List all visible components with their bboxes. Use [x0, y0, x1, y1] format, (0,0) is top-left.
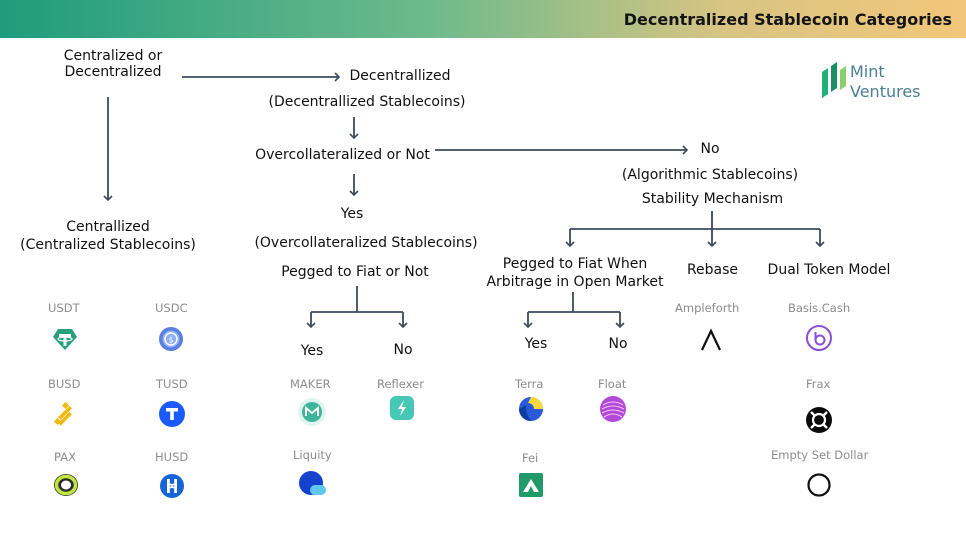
node-pegged: Pegged to Fiat or Not	[281, 264, 429, 280]
reflexer-icon	[390, 396, 414, 420]
node-root: Centralized or Decentralized	[48, 48, 178, 80]
coin-label-usdt: USDT	[48, 301, 80, 315]
node-peg-arb: Pegged to Fiat When Arbitrage in Open Ma…	[480, 255, 670, 291]
brand-line1: Mint	[850, 62, 885, 81]
node-yes: Yes	[340, 206, 364, 222]
coin-label-esd: Empty Set Dollar	[771, 448, 869, 462]
node-overcol: Overcollateralized or Not	[255, 147, 430, 163]
usdc-icon: $	[159, 327, 183, 351]
ampleforth-icon	[701, 328, 721, 351]
coin-label-busd: BUSD	[48, 377, 81, 391]
node-arb-no: No	[608, 336, 628, 352]
coin-label-float: Float	[598, 377, 627, 391]
svg-text:$: $	[168, 336, 173, 345]
coin-label-husd: HUSD	[155, 450, 189, 464]
node-central-sub: (Centralized Stablecoins)	[20, 237, 196, 253]
binance-usd-icon	[53, 402, 72, 426]
node-arb-yes: Yes	[524, 336, 548, 352]
coin-label-fei: Fei	[522, 451, 539, 465]
node-root-line1: Centralized or	[63, 48, 163, 64]
coin-label-maker: MAKER	[290, 377, 331, 391]
node-central: Centrallized	[66, 219, 150, 235]
node-pegged-no: No	[393, 342, 413, 358]
node-stability: Stability Mechanism	[641, 191, 784, 207]
brand-line2: Ventures	[850, 82, 921, 101]
frax-icon	[806, 407, 832, 433]
coin-label-reflexer: Reflexer	[377, 377, 424, 391]
tether-icon	[53, 329, 77, 350]
empty-set-dollar-icon	[807, 473, 831, 497]
brand-name: Mint Ventures	[850, 62, 921, 102]
page-title: Decentralized Stablecoin Categories	[623, 10, 952, 29]
coin-label-frax: Frax	[806, 377, 831, 391]
coin-label-ampleforth: Ampleforth	[675, 301, 740, 315]
header-bar: Decentralized Stablecoin Categories	[0, 0, 966, 38]
maker-icon	[298, 398, 326, 426]
paxos-icon	[54, 474, 78, 496]
fei-icon	[519, 473, 543, 497]
node-rebase: Rebase	[686, 262, 739, 278]
coin-label-liquity: Liquity	[293, 448, 332, 462]
liquity-icon	[299, 471, 326, 495]
coin-label-terra: Terra	[515, 377, 544, 391]
node-algo-sub: (Algorithmic Stablecoins)	[621, 167, 799, 183]
node-root-line2: Decentralized	[64, 64, 162, 80]
node-pegged-yes: Yes	[300, 343, 324, 359]
float-icon	[600, 396, 626, 422]
coin-label-basis: Basis.Cash	[788, 301, 851, 315]
node-overcol-sub: (Overcollateralized Stablecoins)	[254, 235, 478, 251]
node-peg-arb-line1: Pegged to Fiat When	[502, 256, 648, 272]
node-decentral-sub: (Decentrallized Stablecoins)	[268, 94, 466, 110]
coin-label-usdc: USDC	[155, 301, 188, 315]
mint-ventures-logo-icon	[818, 60, 850, 104]
node-no: No	[700, 141, 720, 157]
coin-label-tusd: TUSD	[156, 377, 188, 391]
coin-label-pax: PAX	[54, 450, 76, 464]
node-decentral: Decentrallized	[349, 68, 451, 84]
terra-icon	[519, 397, 543, 421]
husd-icon	[160, 474, 184, 498]
trueusd-icon	[159, 401, 185, 427]
node-dual: Dual Token Model	[767, 262, 891, 278]
basis-cash-icon	[806, 325, 832, 351]
node-peg-arb-line2: Arbitrage in Open Market	[486, 274, 664, 290]
